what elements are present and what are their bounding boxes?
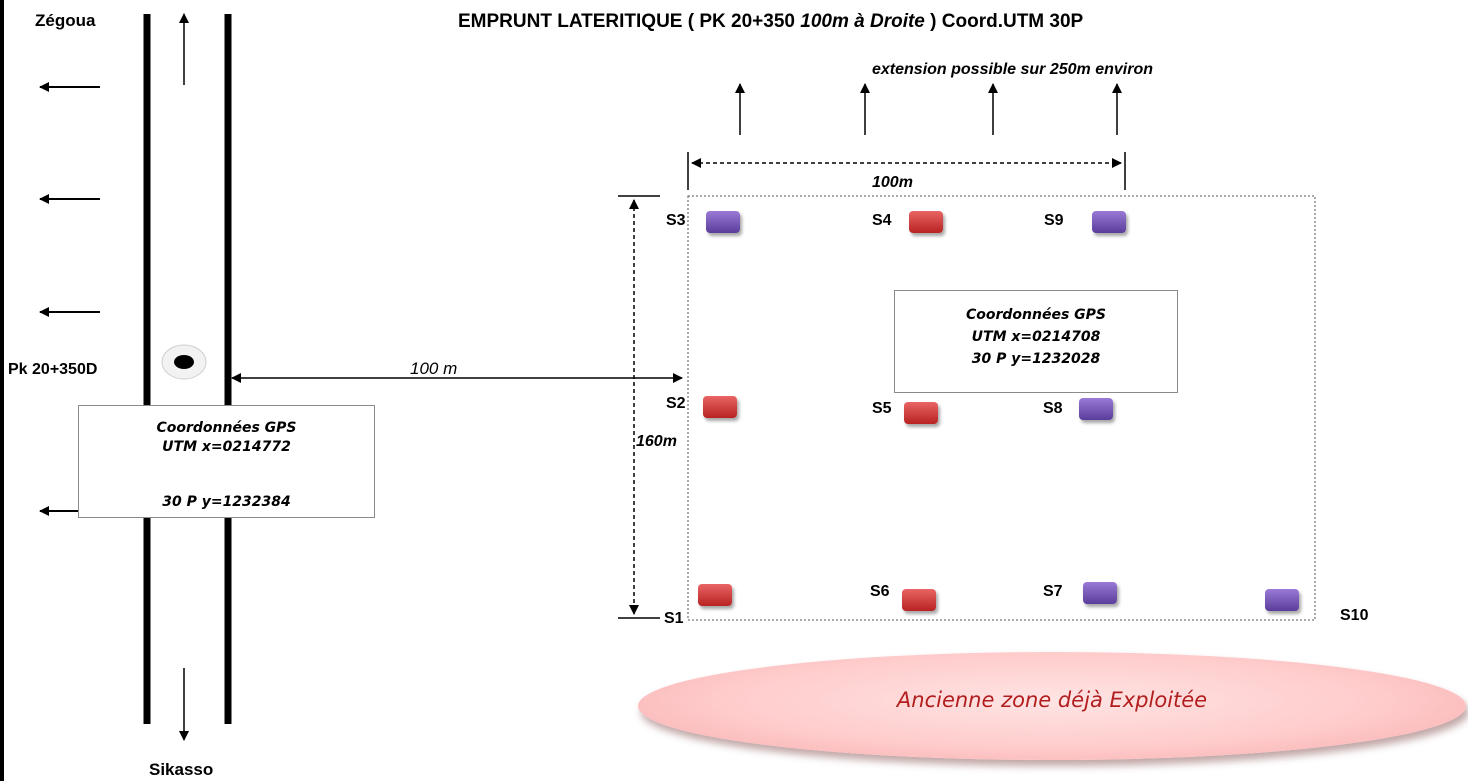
road-north-label: Zégoua xyxy=(35,11,96,30)
sondage-label-s2: S2 xyxy=(666,395,686,412)
gps-box-y: 30 P y=1232028 xyxy=(971,351,1101,367)
gps-box-title: Coordonnées GPS xyxy=(965,307,1107,323)
gps-box-site: Coordonnées GPS UTM x=0214708 30 P y=123… xyxy=(894,290,1178,393)
width-label: 100m xyxy=(872,174,913,191)
sondage-marker-s2 xyxy=(703,396,737,418)
sondage-label-s3: S3 xyxy=(666,212,686,229)
sondage-label-s10: S10 xyxy=(1340,607,1369,624)
road-south-label: Sikasso xyxy=(149,760,214,779)
distance-label: 100 m xyxy=(410,359,458,378)
diagram-title: EMPRUNT LATERITIQUE ( PK 20+350 100m à D… xyxy=(458,12,1083,31)
sondage-label-s1: S1 xyxy=(664,610,684,627)
pk-label: Pk 20+350D xyxy=(8,361,98,378)
sondage-label-s8: S8 xyxy=(1043,400,1063,417)
sondage-label-s4: S4 xyxy=(872,212,892,229)
old-exploited-zone: Ancienne zone déjà Exploitée xyxy=(638,652,1466,760)
title-prefix: EMPRUNT LATERITIQUE ( PK 20+350 xyxy=(458,11,801,32)
gps-box-road: Coordonnées GPS UTM x=0214772 30 P y=123… xyxy=(78,405,375,518)
sondage-marker-s3 xyxy=(706,211,740,233)
pk-marker-dot xyxy=(174,355,194,369)
title-italic: 100m à Droite xyxy=(800,11,925,32)
sondage-marker-s9 xyxy=(1092,211,1126,233)
sondage-marker-s10 xyxy=(1265,589,1299,611)
sondage-label-s9: S9 xyxy=(1044,212,1064,229)
sondage-label-s5: S5 xyxy=(872,400,892,417)
title-suffix: ) Coord.UTM 30P xyxy=(924,11,1084,32)
gps-box-title: Coordonnées GPS xyxy=(156,420,297,436)
site-boundary xyxy=(687,195,1316,621)
sondage-marker-s8 xyxy=(1079,398,1113,420)
old-zone-label: Ancienne zone déjà Exploitée xyxy=(896,688,1208,712)
sondage-marker-s4 xyxy=(909,211,943,233)
sondage-marker-s1 xyxy=(698,584,732,606)
sondage-marker-s5 xyxy=(904,402,938,424)
sondage-label-s6: S6 xyxy=(870,583,890,600)
gps-box-x: UTM x=0214708 xyxy=(971,329,1101,345)
sondage-marker-s7 xyxy=(1083,582,1117,604)
sondage-label-s7: S7 xyxy=(1043,583,1063,600)
gps-box-x: UTM x=0214772 xyxy=(162,439,291,455)
sondage-marker-s6 xyxy=(902,589,936,611)
height-label: 160m xyxy=(636,433,677,450)
extension-note: extension possible sur 250m environ xyxy=(872,61,1153,78)
gps-box-y: 30 P y=1232384 xyxy=(162,494,291,510)
